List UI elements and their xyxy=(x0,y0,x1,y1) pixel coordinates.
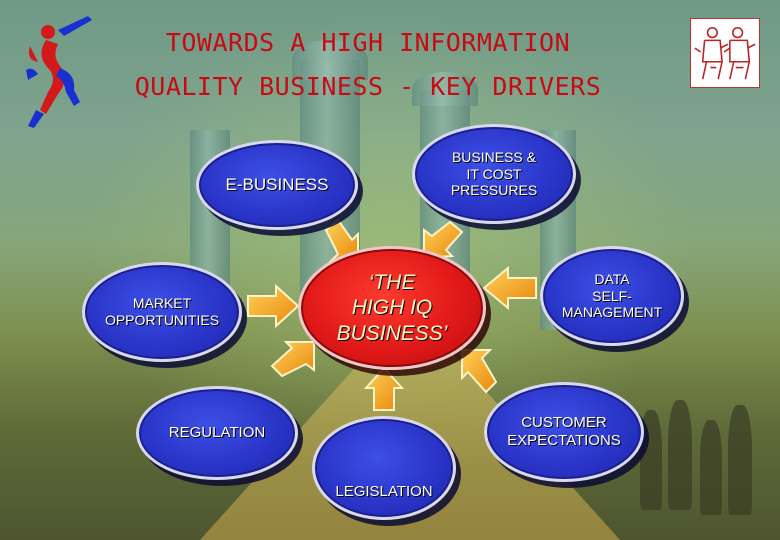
driver-oval-data-self-management: DATA SELF- MANAGEMENT xyxy=(540,246,684,346)
running-figure-logo-icon xyxy=(26,16,92,128)
driver-label-customer-expectations: CUSTOMER EXPECTATIONS xyxy=(507,414,621,449)
driver-label-market-opportunities: MARKET OPPORTUNITIES xyxy=(104,295,220,328)
center-oval-label: ‘THE HIGH IQ BUSINESS’ xyxy=(336,271,448,345)
driver-oval-legislation: LEGISLATION xyxy=(312,416,456,520)
background-figure xyxy=(668,400,692,510)
driver-oval-regulation: REGULATION xyxy=(136,386,298,480)
background-figure xyxy=(640,410,662,510)
driver-label-regulation: REGULATION xyxy=(168,424,266,442)
arrow-icon xyxy=(270,341,315,378)
driver-label-e-business: E-BUSINESS xyxy=(225,174,329,194)
two-figures-badge-icon xyxy=(690,18,760,88)
arrow-icon xyxy=(363,366,405,411)
driver-label-data-self-management: DATA SELF- MANAGEMENT xyxy=(561,271,663,321)
driver-oval-market-opportunities: MARKET OPPORTUNITIES xyxy=(82,262,242,362)
slide-title-line-2: QUALITY BUSINESS - KEY DRIVERS xyxy=(134,72,602,101)
background-figure xyxy=(728,405,752,515)
driver-label-legislation: LEGISLATION xyxy=(335,483,433,501)
background-dome xyxy=(292,40,368,80)
center-oval: ‘THE HIGH IQ BUSINESS’ xyxy=(298,246,486,370)
background-figure xyxy=(700,420,722,515)
driver-oval-cost-pressures: BUSINESS & IT COST PRESSURES xyxy=(412,124,576,224)
arrow-icon xyxy=(247,283,300,329)
driver-label-cost-pressures: BUSINESS & IT COST PRESSURES xyxy=(450,149,538,199)
background-dome xyxy=(412,72,478,106)
driver-oval-e-business: E-BUSINESS xyxy=(196,140,358,230)
arrow-icon xyxy=(461,349,498,394)
arrow-icon xyxy=(482,265,537,311)
driver-oval-customer-expectations: CUSTOMER EXPECTATIONS xyxy=(484,382,644,482)
slide-title-line-1: TOWARDS A HIGH INFORMATION xyxy=(165,28,571,57)
